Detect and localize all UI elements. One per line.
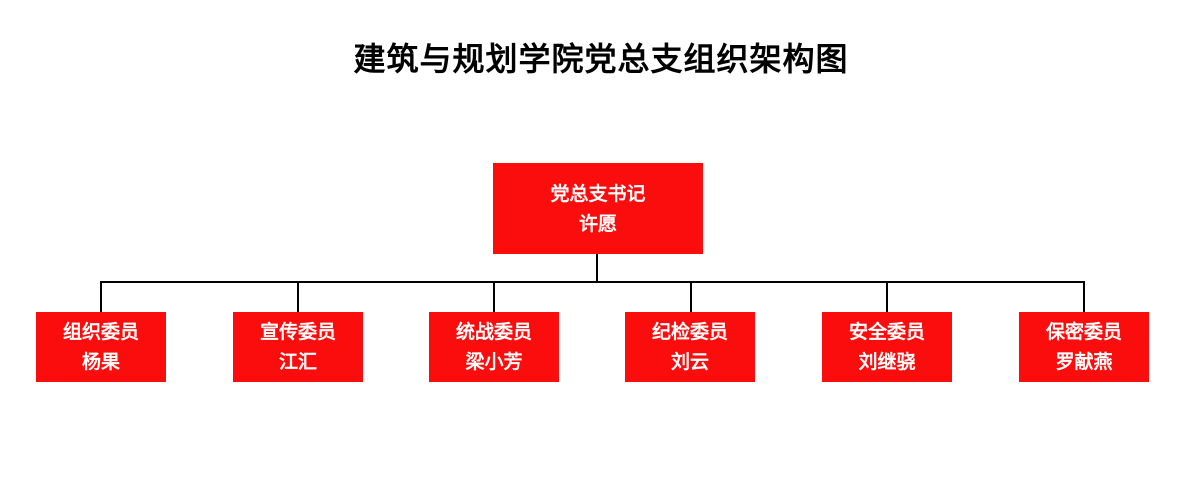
connector-root-stub bbox=[596, 254, 598, 282]
member-node-role: 组织委员 bbox=[62, 321, 139, 343]
connector-drop-5 bbox=[886, 282, 888, 313]
member-node-name: 刘云 bbox=[670, 351, 709, 373]
connector-drop-4 bbox=[690, 282, 692, 313]
member-node-confidentiality: 保密委员 罗献燕 bbox=[1019, 312, 1149, 382]
member-node-name: 刘继骁 bbox=[858, 351, 916, 373]
member-node-name: 江汇 bbox=[278, 351, 317, 373]
root-node: 党总支书记 许愿 bbox=[493, 163, 703, 254]
connector-horizontal bbox=[100, 281, 1085, 283]
chart-title: 建筑与规划学院党总支组织架构图 bbox=[353, 40, 849, 78]
member-node-name: 梁小芳 bbox=[465, 351, 523, 373]
connector-drop-2 bbox=[297, 282, 299, 313]
member-node-role: 宣传委员 bbox=[259, 321, 336, 343]
member-node-role: 纪检委员 bbox=[651, 321, 728, 343]
connector-drop-3 bbox=[493, 282, 495, 313]
member-node-discipline: 纪检委员 刘云 bbox=[625, 312, 755, 382]
member-node-role: 安全委员 bbox=[848, 321, 925, 343]
member-node-name: 杨果 bbox=[81, 351, 120, 373]
member-node-publicity: 宣传委员 江汇 bbox=[233, 312, 363, 382]
connector-drop-6 bbox=[1083, 282, 1085, 313]
root-node-role: 党总支书记 bbox=[550, 182, 646, 205]
member-node-security: 安全委员 刘继骁 bbox=[822, 312, 952, 382]
connector-drop-1 bbox=[100, 282, 102, 313]
member-node-name: 罗献燕 bbox=[1055, 351, 1113, 373]
member-node-organization: 组织委员 杨果 bbox=[36, 312, 166, 382]
member-node-role: 保密委员 bbox=[1045, 321, 1122, 343]
member-node-united-front: 统战委员 梁小芳 bbox=[429, 312, 559, 382]
member-node-role: 统战委员 bbox=[455, 321, 532, 343]
root-node-name: 许愿 bbox=[578, 212, 617, 235]
